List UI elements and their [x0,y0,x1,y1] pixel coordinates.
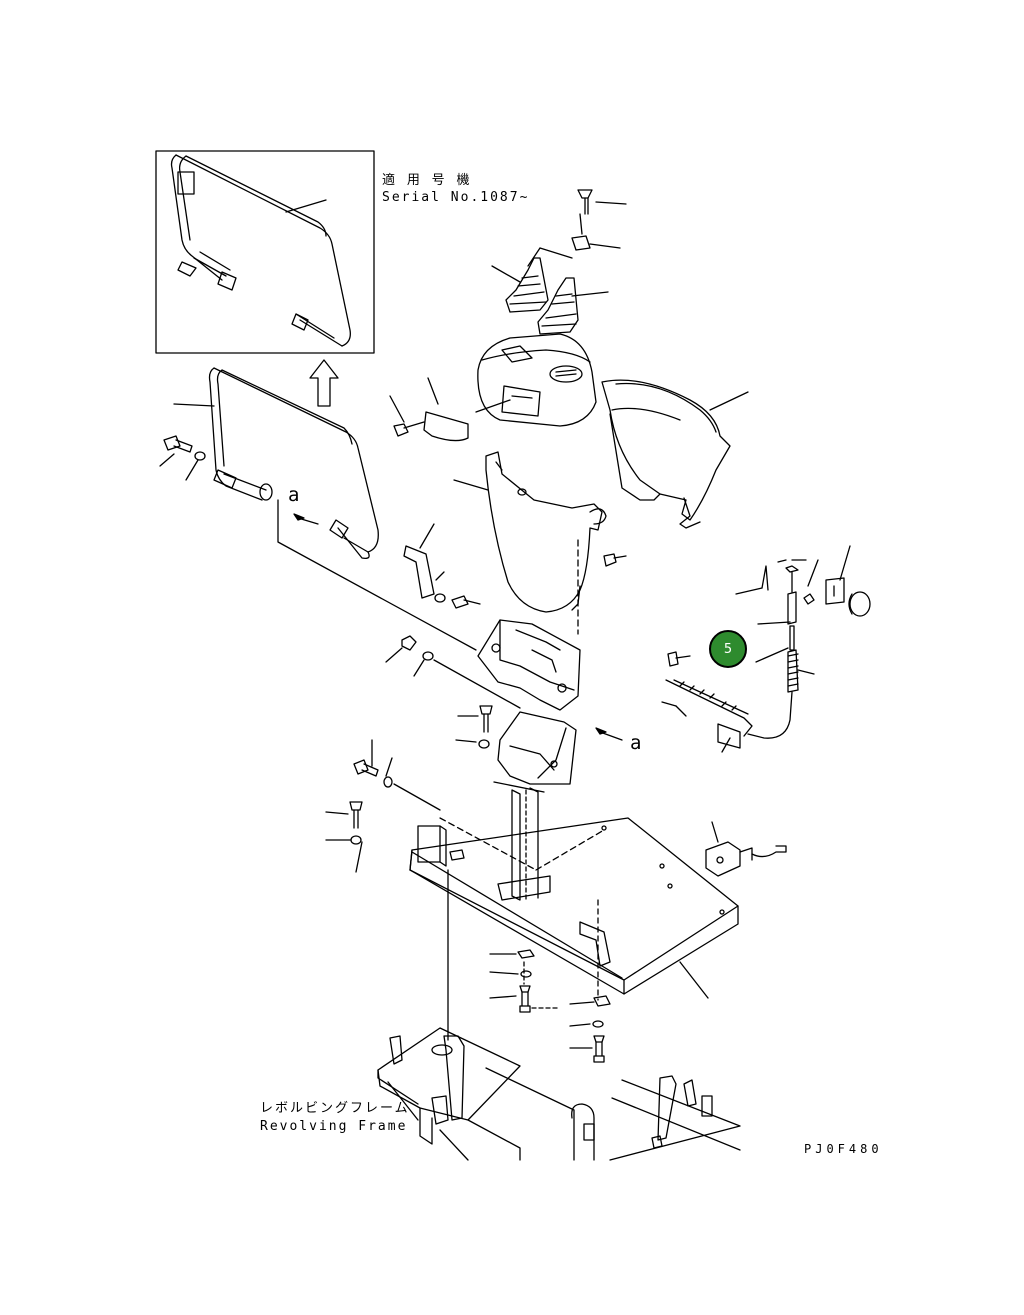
main-column-cover [453,451,627,635]
leader-line [173,403,215,407]
direction-arrow-a-lower [595,727,623,741]
inset-rail-left [170,154,223,281]
right-side-panel [601,379,749,529]
nut-washer [385,635,521,709]
marker-number: 5 [723,641,733,657]
guard-rail [173,367,379,560]
top-bolt [571,189,627,251]
top-console-cover [427,333,597,427]
inset-applicable-label: 適 用 号 機 [382,173,472,188]
bolt-washer-left [159,435,206,481]
small-cover [389,395,511,442]
callout-a-lower: a [630,732,644,754]
switch-block [705,821,787,877]
assembly-leader [277,499,477,651]
inset-frame [155,150,375,354]
lever-boots [491,247,609,335]
frame-label-jp: レボルビングフレーム [260,1101,410,1116]
side-bracket [403,523,481,609]
frame-label-en: Revolving Frame [260,1119,408,1134]
callout-a-upper: a [288,484,302,506]
cable-assembly [661,545,871,753]
control-bracket [477,619,581,785]
revolving-frame [377,1027,741,1161]
inset-serial-label: Serial No.1087~ [382,190,530,205]
lower-fasteners [447,869,611,1063]
inset-leader [285,199,327,213]
up-arrow-icon [309,359,339,407]
column-stand [493,781,551,901]
drawing-code: PJ0F480 [804,1142,883,1156]
part-number-marker[interactable]: 5 [709,630,747,668]
bolt-washer-lower [325,739,441,873]
inset-box [155,150,375,354]
inset-rail-top [175,154,351,347]
bolt-washer-middle [455,705,493,749]
base-plate [409,817,739,999]
direction-arrow-a-upper [293,513,319,525]
